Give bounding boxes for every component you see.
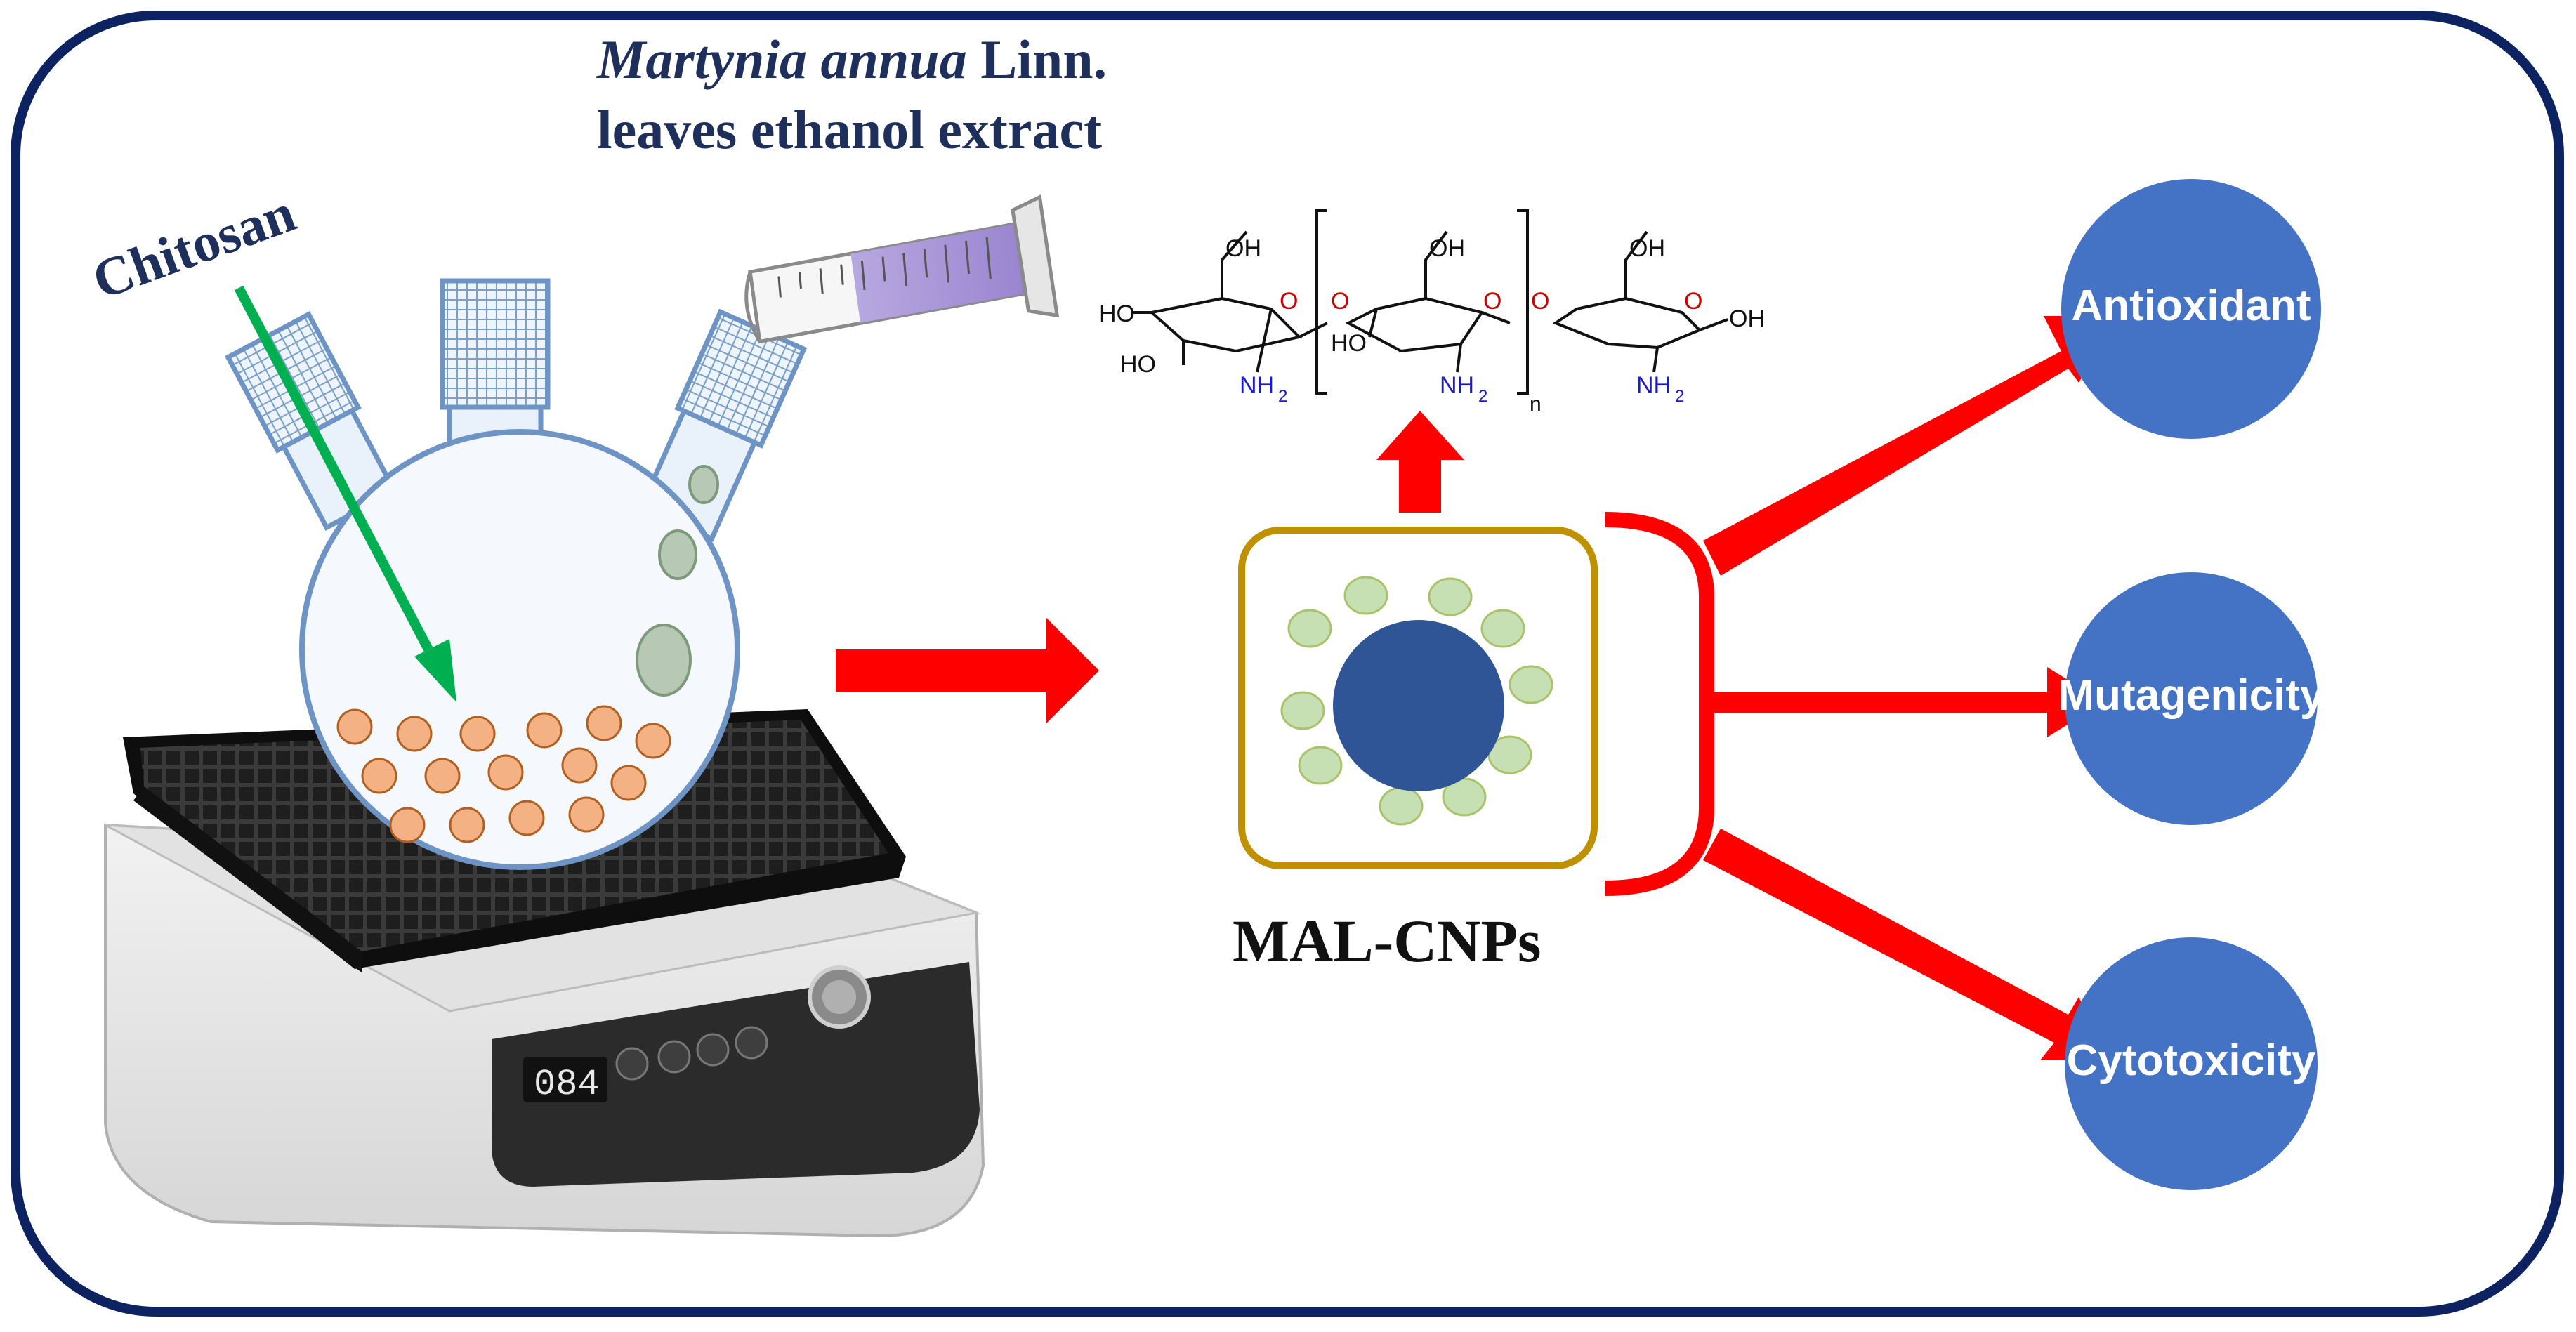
extract-label-line1: Martynia annua Linn. (597, 29, 1108, 90)
antioxidant-circle (2061, 179, 2321, 439)
svg-text:OH: OH (1729, 305, 1765, 332)
svg-text:2: 2 (1675, 387, 1684, 406)
chitosan-arrow (234, 285, 456, 702)
svg-text:n: n (1530, 393, 1542, 416)
svg-text:NH: NH (1636, 372, 1671, 399)
cytotoxicity-label: Cytotoxicity (2066, 1036, 2316, 1085)
svg-text:HO: HO (1331, 330, 1367, 357)
arrow-to-product (836, 618, 1099, 723)
svg-text:HO: HO (1099, 301, 1135, 327)
product-label: MAL-CNPs (1233, 907, 1542, 975)
arrow-mutagenicity (1707, 667, 2103, 737)
svg-text:2: 2 (1478, 387, 1487, 406)
svg-text:O: O (1531, 288, 1549, 315)
mutagenicity-circle (2065, 572, 2318, 825)
arrow-antioxidant (1703, 316, 2117, 576)
svg-text:2: 2 (1278, 387, 1287, 406)
svg-text:O: O (1331, 288, 1349, 315)
svg-text:O: O (1483, 288, 1501, 315)
arrow-to-structure (1376, 411, 1464, 513)
svg-text:HO: HO (1120, 351, 1156, 378)
shaker-display: 084 (534, 1064, 600, 1105)
extract-label-line2: leaves ethanol extract (597, 99, 1103, 160)
cytotoxicity-circle (2065, 937, 2318, 1190)
branch-arrows (1604, 512, 1714, 896)
three-neck-flask (225, 278, 808, 870)
svg-text:OH: OH (1629, 235, 1665, 262)
svg-text:NH: NH (1440, 372, 1474, 399)
svg-text:O: O (1684, 288, 1702, 315)
graduated-cylinder (744, 194, 1060, 344)
arrow-cytotoxicity (1703, 829, 2110, 1060)
chitosan-particles (336, 705, 671, 843)
mutagenicity-label: Mutagenicity (2058, 671, 2325, 720)
antioxidant-label: Antioxidant (2071, 282, 2311, 330)
svg-text:O: O (1280, 288, 1298, 315)
svg-text:OH: OH (1225, 235, 1261, 262)
chitosan-structure: OH OH OH HO HO HO OH O O O O O NH 2 NH 2… (1099, 209, 1765, 416)
svg-text:OH: OH (1429, 235, 1465, 262)
svg-text:NH: NH (1240, 372, 1274, 399)
nanoparticle (1238, 527, 1598, 869)
